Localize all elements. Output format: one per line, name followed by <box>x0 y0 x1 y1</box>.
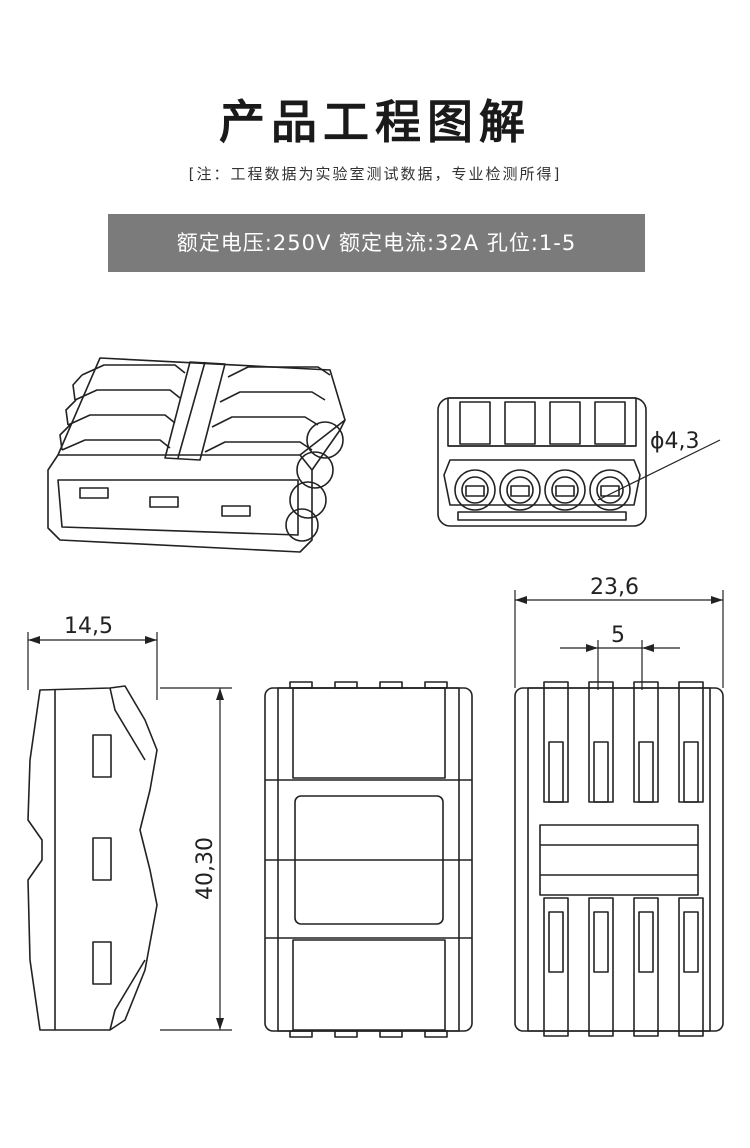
lever-view: 23,6 5 <box>514 575 724 1037</box>
total-width-label: 23,6 <box>590 575 639 600</box>
pitch-label: 5 <box>611 623 625 648</box>
spec-banner: 额定电压:250V 额定电流:32A 孔位:1-5 <box>108 214 645 272</box>
hole-diameter-label: ϕ4,3 <box>650 429 700 454</box>
isometric-view <box>47 357 346 553</box>
page-title: 产品工程图解 <box>219 95 531 149</box>
height-label: 40,30 <box>193 837 218 900</box>
test-note: [注：工程数据为实验室测试数据，专业检测所得] <box>188 165 562 183</box>
side-view: 14,5 40,30 <box>27 614 232 1031</box>
top-view <box>264 681 473 1038</box>
side-width-label: 14,5 <box>64 614 113 639</box>
end-view: ϕ4,3 <box>437 397 721 527</box>
